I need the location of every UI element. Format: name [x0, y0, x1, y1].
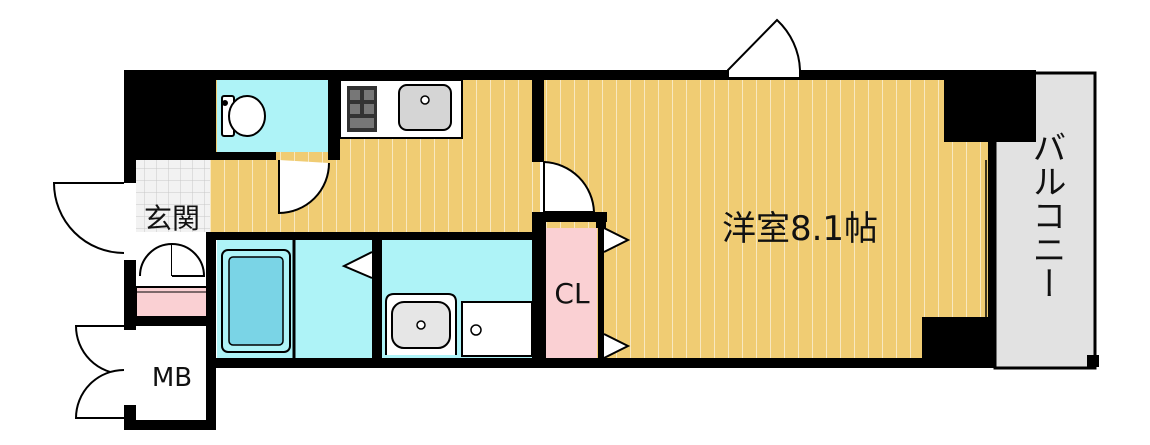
toilet-room: [217, 80, 332, 152]
toilet-door-icon: [278, 160, 330, 215]
room-door-icon: [543, 160, 596, 213]
washbasin-icon: [385, 293, 457, 355]
bath-door-icon: [341, 251, 373, 279]
shoe-cabinet-door-left-icon: [139, 242, 173, 277]
western-room-floor: [543, 80, 991, 358]
meter-box-label: MB: [152, 363, 192, 393]
washing-machine-pan-icon: [461, 301, 533, 357]
closet-door-upper-icon: [603, 227, 631, 253]
bathtub-icon: [221, 249, 291, 353]
mb-door-lower-icon: [74, 369, 125, 419]
stove-icon: [347, 86, 377, 132]
window-hatch-icon: [727, 18, 801, 79]
doors: [52, 18, 801, 419]
balcony-label: バルコニー: [1026, 130, 1066, 300]
closet-area: [545, 228, 597, 358]
kitchen-counter: [339, 79, 463, 139]
sink-icon: [398, 84, 452, 131]
entrance-door-icon: [52, 182, 125, 254]
washroom: [380, 237, 538, 358]
walls: [124, 70, 1036, 430]
western-room-label: 洋室8.1帖: [722, 209, 878, 249]
genkan-area: [135, 160, 210, 318]
mb-door-upper-icon: [74, 325, 125, 375]
meter-box-area: [136, 325, 208, 425]
shoe-cabinet-door-right-icon: [171, 243, 206, 277]
closet-door-lower-icon: [603, 333, 631, 359]
bathroom: [217, 240, 377, 358]
genkan-label: 玄関: [144, 202, 200, 235]
closet-label: CL: [554, 277, 590, 310]
toilet-icon: [221, 95, 266, 137]
